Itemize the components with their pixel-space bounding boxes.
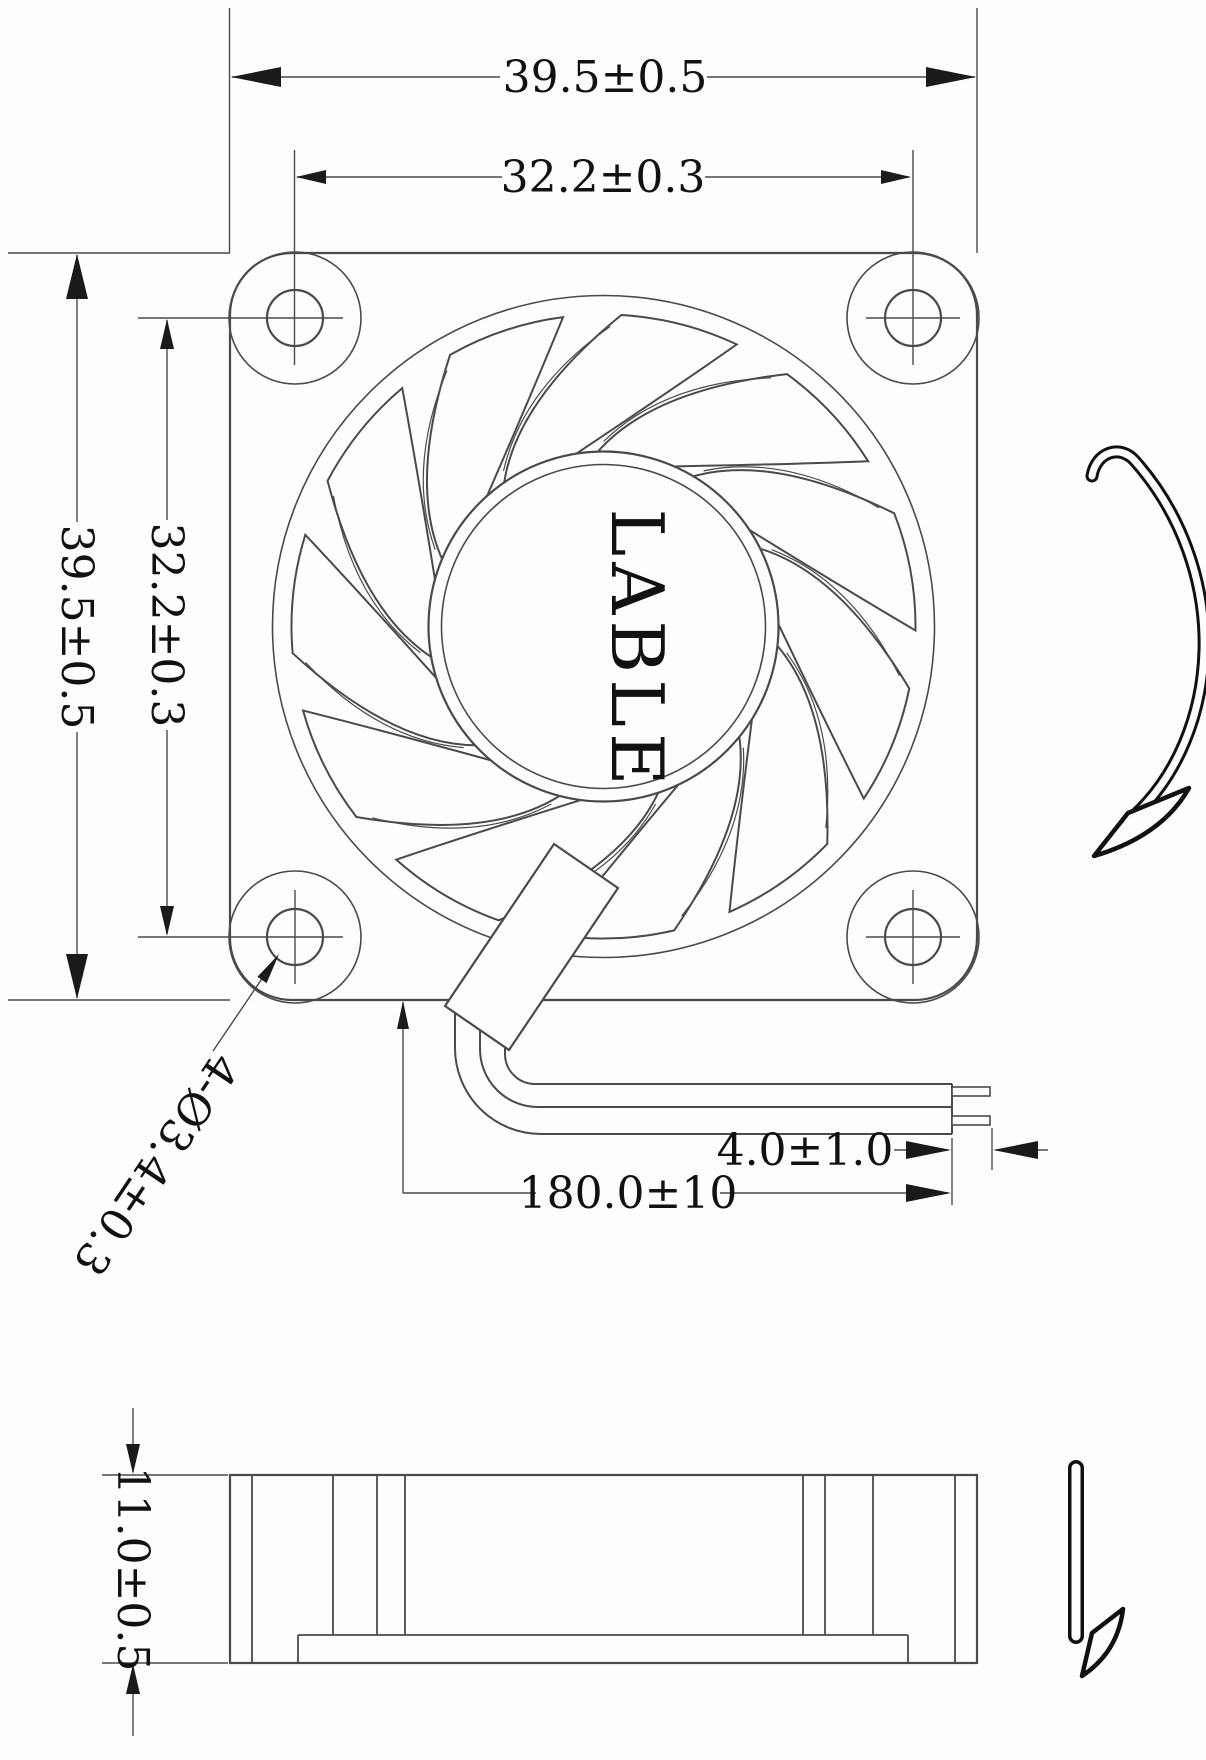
wire-conductor-tip-lower [951,1115,991,1126]
frame-opening-circle [271,294,936,959]
wire-bundle [454,1013,991,1135]
dim-frame-width: 39.5±0.5 [503,52,708,103]
dim-strip-length: 4.0±1.0 [717,1125,894,1176]
dimension-arrowheads-top [66,67,976,999]
hub-outer-circle [427,450,780,803]
wire-exit-duct [443,842,620,1052]
hole-crosshairs [138,317,960,984]
dim-hole-spacing-vertical: 32.2±0.3 [141,523,192,728]
dim-thickness: 11.0±0.5 [107,1467,158,1672]
hub-label: LABLE [595,508,679,791]
dimension-arrowheads-side [126,1444,140,1694]
dimensions-top-view [8,8,978,1052]
airflow-direction-arrow-icon [1068,1460,1126,1679]
dim-hole-spacing-horizontal: 32.2±0.3 [501,152,706,203]
side-view-body [228,1473,979,1665]
wire-conductor-tip-upper [951,1086,991,1097]
dim-frame-height: 39.5±0.5 [51,525,102,730]
hub-inner-circle [440,463,767,790]
dim-wire-length: 180.0±10 [519,1168,738,1219]
rotation-arrow-icon [1085,445,1206,859]
fan-frame [228,251,979,1002]
fan-side-view [228,1473,979,1665]
leader-arrowhead [257,954,279,984]
dim-mounting-holes: 4-Ø3.4±0.3 [63,1044,248,1285]
fan-top-view [138,251,980,1052]
dimension-arrowheads-wires [397,1001,1038,1202]
